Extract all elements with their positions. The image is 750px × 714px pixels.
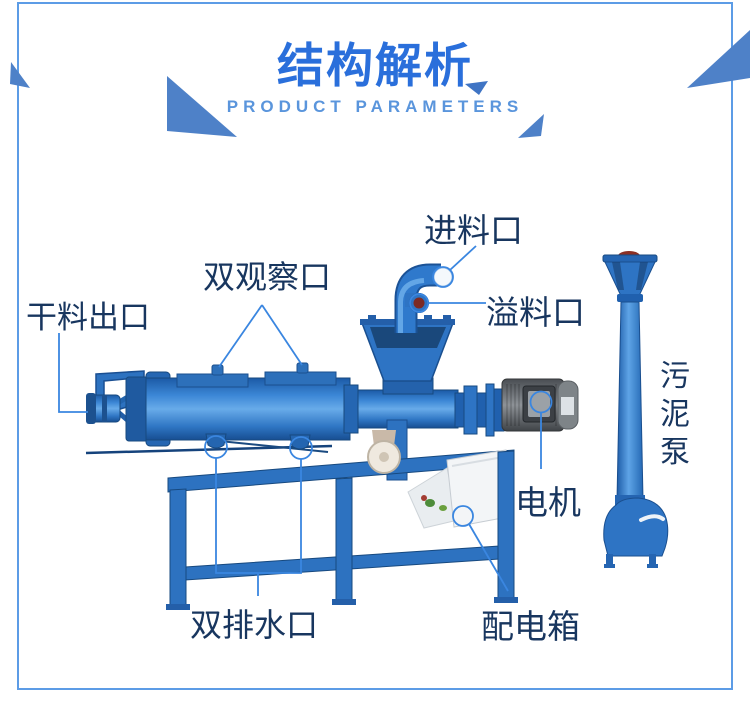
feed-opening (433, 267, 453, 287)
triangle-title-arrow-icon (465, 81, 488, 95)
triangle-big-left-icon (167, 76, 237, 137)
leader-line-feed-inlet (449, 245, 477, 271)
triangle-small-right-icon (518, 114, 544, 138)
main-drum (125, 362, 359, 450)
leader-line-observation (218, 304, 303, 368)
page-border (17, 2, 733, 690)
separator-machine (85, 263, 579, 610)
label-dry-material-outlet: 干料出口 (26, 300, 150, 335)
callout-circle-power-box (452, 505, 474, 527)
observation-plate (264, 371, 337, 386)
leader-line-dry-outlet (58, 333, 88, 413)
pump-body (603, 497, 669, 557)
leader-line-drains (215, 458, 302, 596)
observation-plate (176, 373, 249, 388)
frame-leg (169, 488, 187, 608)
label-motor: 电机 (515, 484, 581, 521)
screw-tube (357, 389, 459, 429)
label-sludge-pump: 污泥泵 (660, 360, 690, 469)
observation-bolt (211, 364, 224, 376)
motor-body (501, 378, 579, 432)
page-title: 结构解析 (277, 39, 473, 92)
observation-bolt (296, 362, 309, 374)
callout-circle-motor (529, 390, 553, 414)
frame-clutter (421, 495, 427, 501)
triangle-big-right-icon (687, 30, 750, 88)
motor-nameplate (561, 397, 574, 415)
pump-pipe (616, 301, 644, 501)
annotations (58, 245, 553, 596)
page-subtitle: PRODUCT PARAMETERS (226, 97, 524, 116)
frame-leg (335, 477, 353, 603)
callout-circle-overflow (409, 293, 429, 313)
leader-line-power-box (468, 523, 509, 592)
label-observation-ports: 双观察口 (203, 259, 332, 295)
distribution-box (407, 449, 514, 529)
frame-clutter (425, 499, 435, 507)
label-overflow-port: 溢料口 (486, 294, 585, 331)
sludge-pump (602, 251, 669, 568)
decor-triangles (10, 30, 750, 138)
callout-circle-feed-inlet (432, 266, 454, 288)
triangle-small-left-icon (10, 62, 30, 88)
caster-wheel (367, 430, 401, 474)
label-drain-outlets: 双排水口 (190, 607, 319, 643)
label-power-distribution-box: 配电箱 (481, 608, 580, 645)
stand-frame (166, 419, 518, 610)
scraper-rod (85, 444, 333, 455)
dry-outlet-spout (86, 393, 121, 424)
bearing-couplings (454, 383, 505, 437)
frame-clutter (439, 505, 447, 511)
label-feed-inlet: 进料口 (424, 212, 523, 249)
feed-pipe (394, 263, 453, 333)
